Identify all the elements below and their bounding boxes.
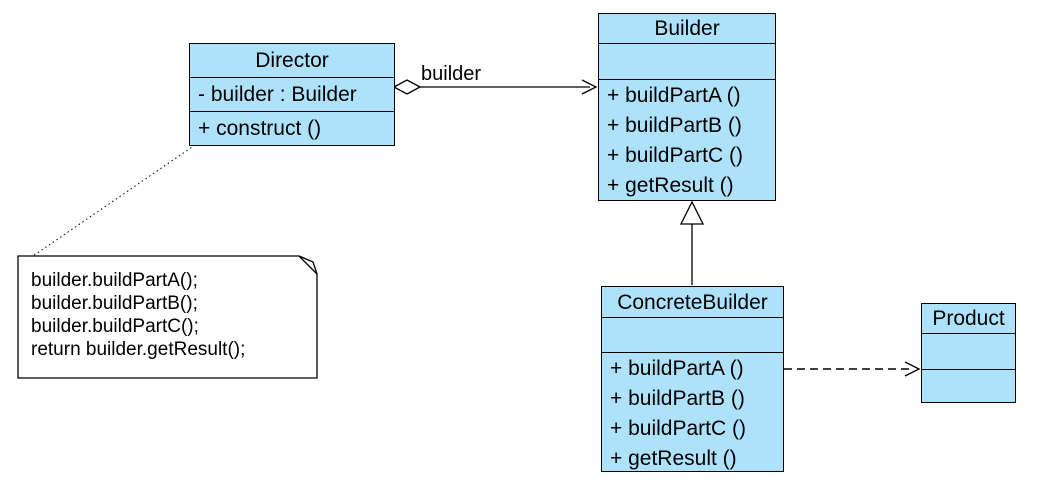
method-row: + getResult () [610,446,737,470]
method-row: + buildPartA () [607,83,741,107]
attributes-section: - builder : Builder [190,78,394,112]
class-product: Product [921,303,1016,403]
method-row: + buildPartB () [610,386,745,410]
class-director: Director - builder : Builder + construct… [189,43,395,146]
class-title: ConcreteBuilder [602,287,783,318]
note-anchor-line [32,144,196,257]
attributes-section [599,44,775,80]
note-line: builder.buildPartA(); [31,270,198,291]
class-builder: Builder + buildPartA () + buildPartB () … [598,13,776,201]
attribute-row: - builder : Builder [198,83,357,106]
dependency-arrowhead-icon [904,361,921,377]
method-row: + construct () [198,117,322,140]
attributes-section [602,318,783,353]
methods-section: + construct () [190,112,394,145]
method-row: + buildPartB () [607,113,742,137]
note-line: builder.buildPartB(); [31,293,198,314]
generalization-triangle-icon [679,200,705,225]
methods-section: + buildPartA () + buildPartB () + buildP… [599,80,775,200]
association-arrowhead-icon [581,79,598,95]
method-row: + getResult () [607,173,734,197]
class-concrete-builder: ConcreteBuilder + buildPartA () + buildP… [601,286,784,472]
method-row: + buildPartA () [610,356,744,380]
association-label: builder [421,63,482,85]
class-title: Builder [599,14,775,44]
note-line: builder.buildPartC(); [31,316,199,337]
note-line: return builder.getResult(); [31,339,246,360]
class-title: Director [190,44,394,78]
note: builder.buildPartA(); builder.buildPartB… [31,269,306,361]
methods-section: + buildPartA () + buildPartB () + buildP… [602,353,783,473]
method-row: + buildPartC () [610,416,746,440]
attributes-section [922,334,1015,370]
methods-section [922,370,1015,402]
aggregation-diamond-icon [392,79,422,95]
class-title: Product [922,304,1015,334]
method-row: + buildPartC () [607,143,743,167]
